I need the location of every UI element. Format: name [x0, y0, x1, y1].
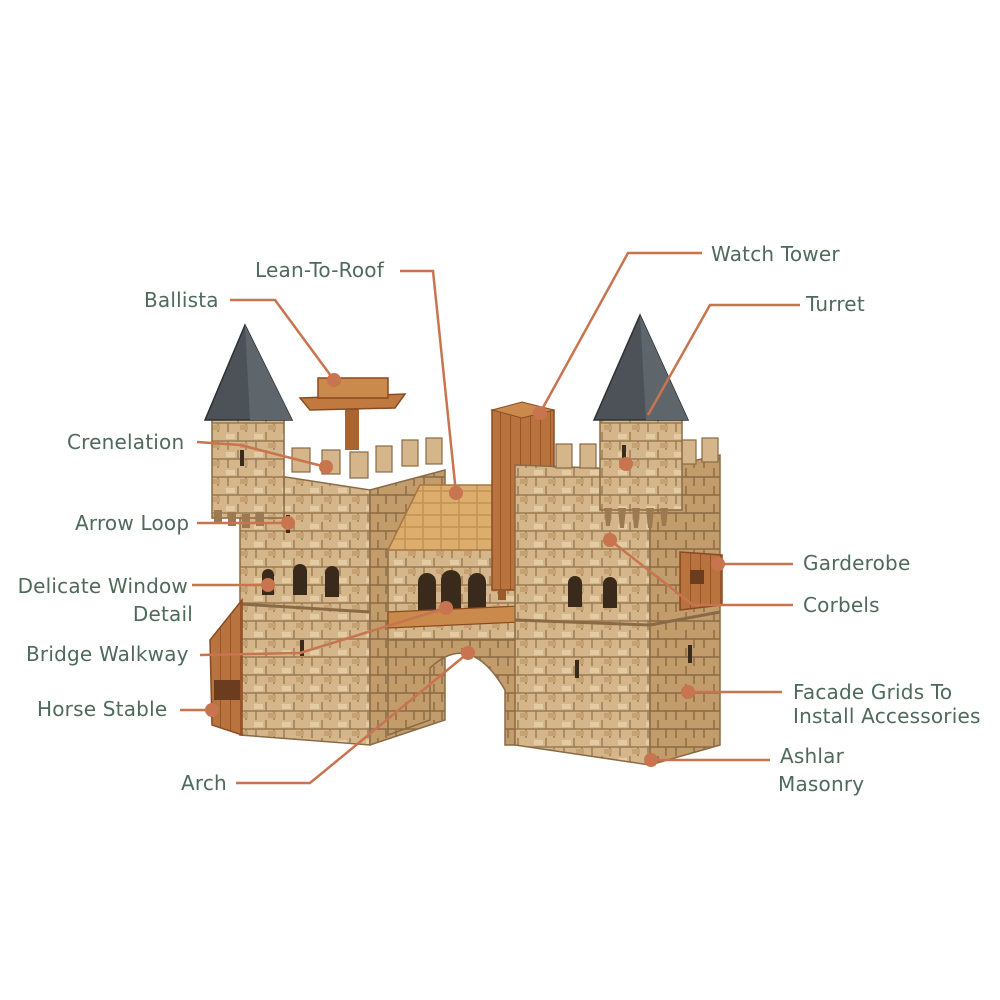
dot-crenelation — [319, 460, 333, 474]
dot-arch — [461, 646, 475, 660]
label-crenelation: Crenelation — [67, 430, 185, 454]
label-garderobe: Garderobe — [803, 551, 911, 575]
label-facade-grids-line2: Install Accessories — [793, 704, 981, 728]
dot-delicate-window — [261, 578, 275, 592]
label-arrow-loop: Arrow Loop — [75, 511, 190, 535]
dot-turret — [619, 457, 633, 471]
right-turret — [592, 313, 690, 528]
dot-arrow-loop — [281, 516, 295, 530]
label-arch: Arch — [181, 771, 227, 795]
leader-watch-tower — [538, 251, 702, 414]
label-corbels: Corbels — [803, 593, 880, 617]
label-horse-stable: Horse Stable — [37, 697, 168, 721]
leader-dots — [205, 373, 725, 767]
label-bridge-walkway: Bridge Walkway — [26, 642, 189, 666]
leader-lean-to-roof — [400, 269, 458, 494]
leader-turret — [646, 303, 800, 416]
ballista — [298, 376, 407, 450]
label-delicate-window-line1: Delicate Window — [17, 574, 188, 598]
horse-stable-structure — [209, 597, 243, 737]
label-watch-tower: Watch Tower — [711, 242, 840, 266]
leader-arch — [236, 652, 469, 785]
label-ballista: Ballista — [144, 288, 219, 312]
dot-ballista — [327, 373, 341, 387]
label-lean-to-roof: Lean-To-Roof — [255, 258, 384, 282]
label-ashlar-line2: Masonry — [778, 772, 865, 796]
label-facade-grids-line1: Facade Grids To — [793, 680, 953, 704]
label-delicate-window-line2: Detail — [132, 602, 193, 626]
dot-lean-to-roof — [449, 486, 463, 500]
dot-facade-grids — [681, 685, 695, 699]
corbels-shapes — [604, 508, 668, 528]
dot-garderobe — [711, 557, 725, 571]
leader-ballista — [230, 298, 336, 381]
dot-watch-tower — [533, 406, 547, 420]
dot-horse-stable — [205, 703, 219, 717]
leader-lines — [180, 251, 800, 785]
left-turret — [203, 323, 294, 528]
leader-corbels — [609, 539, 793, 607]
dot-bridge-walkway — [439, 601, 453, 615]
leader-bridge-walkway — [199, 606, 447, 657]
dot-corbels — [603, 533, 617, 547]
leader-crenelation — [196, 440, 327, 469]
label-ashlar-line1: Ashlar — [780, 744, 845, 768]
dot-ashlar — [644, 753, 658, 767]
label-turret: Turret — [806, 292, 865, 316]
